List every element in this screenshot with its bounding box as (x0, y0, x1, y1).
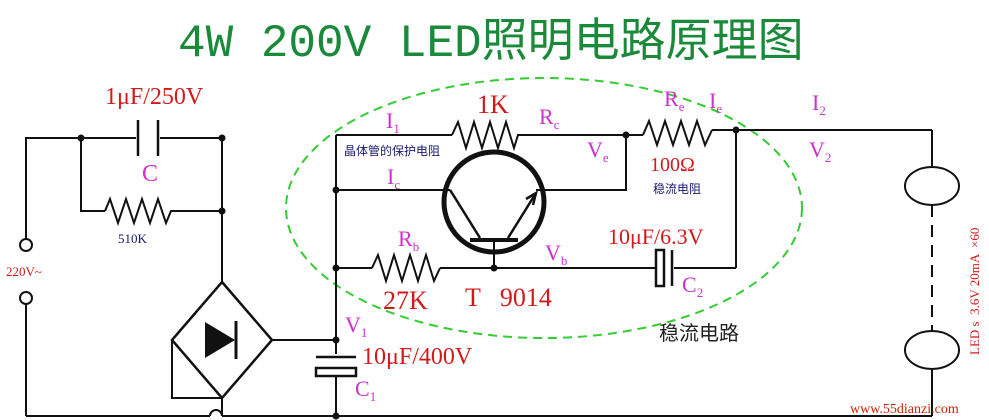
r-1k-label: 1K (477, 90, 509, 119)
label-c2: C2 (682, 272, 703, 300)
junction-dot (622, 131, 630, 139)
label-ie: Ie (709, 88, 722, 116)
r-27k-label: 27K (383, 286, 428, 315)
resistor-1k (451, 118, 523, 152)
capacitor-c2 (654, 248, 674, 288)
circuit-name: 稳流电路 (659, 321, 739, 345)
junction-dot (332, 412, 340, 420)
label-ve: Ve (587, 137, 609, 165)
wires (25, 129, 933, 417)
protect-resistor-note: 晶体管的保护电阻 (344, 143, 440, 158)
led-string (904, 166, 960, 370)
led-note: LED s 3.6V 20mA ×60 (967, 228, 982, 355)
r-100-label: 100Ω (650, 154, 695, 176)
regulator-boundary (285, 77, 803, 339)
junction-dot (77, 134, 85, 142)
resistor-re (642, 117, 713, 149)
junction-dot (332, 186, 340, 194)
junction-dot (332, 336, 340, 344)
label-rc: Rc (539, 104, 560, 132)
ac-terminal-bottom (19, 291, 33, 305)
label-vb: Vb (545, 240, 567, 268)
label-c1: C1 (355, 376, 376, 404)
stabilize-resistor-note: 稳流电阻 (653, 181, 701, 196)
resistor-510k-label: 510K (118, 231, 148, 246)
transistor-9014 (441, 149, 547, 255)
label-v2: V2 (809, 137, 831, 165)
junction-dot (332, 264, 340, 272)
junction-dot (218, 207, 226, 215)
supply-label: 220V~ (6, 264, 42, 279)
capacitor-c (136, 120, 160, 156)
junction-dot (732, 126, 740, 134)
cap-name-top: C (142, 161, 158, 187)
junction-dots (77, 126, 740, 420)
label-rb: Rb (398, 226, 419, 254)
label-i1: I1 (386, 108, 400, 136)
ac-terminal-top (19, 238, 33, 252)
c1-value: 10μF/400V (362, 344, 473, 370)
resistor-510k (104, 195, 176, 227)
label-re: Re (664, 86, 685, 114)
junction-dot (490, 264, 498, 272)
bridge-rectifier (170, 280, 274, 400)
watermark: www.55dianzi.com (850, 402, 959, 417)
label-i2: I2 (812, 90, 826, 118)
label-v1: V1 (345, 312, 367, 340)
junction-dot (218, 134, 226, 142)
label-ic: Ic (387, 164, 400, 192)
capacitor-c1 (314, 355, 358, 378)
diagram-title: 4W 200V LED照明电路原理图 (178, 17, 804, 70)
transistor-label: T 9014 (465, 283, 552, 312)
cap-value-top: 1μF/250V (105, 84, 204, 110)
c2-value: 10μF/6.3V (608, 224, 704, 249)
resistor-rb (371, 251, 441, 285)
